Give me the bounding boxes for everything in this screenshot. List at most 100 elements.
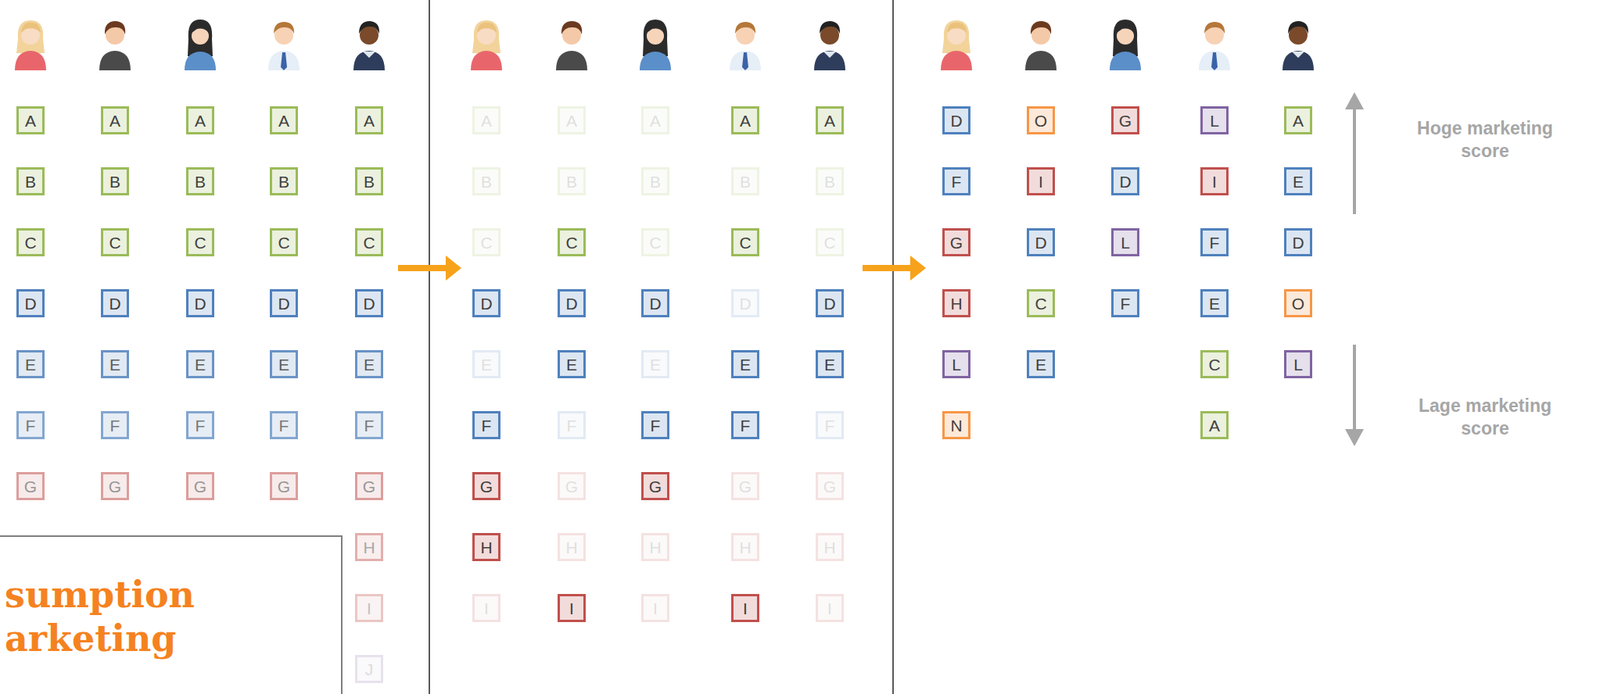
letter-box: G xyxy=(1111,106,1140,135)
letter-label: B xyxy=(566,173,578,191)
letter-box: D xyxy=(1026,228,1055,257)
letter-box: A xyxy=(16,106,45,135)
letter-label: N xyxy=(950,417,962,435)
letter-box: C xyxy=(815,228,844,257)
letter-label: G xyxy=(739,478,752,496)
letter-box: G xyxy=(942,228,971,257)
letter-box: I xyxy=(557,594,586,623)
letter-box: O xyxy=(1284,289,1313,318)
letter-box: E xyxy=(1200,289,1229,318)
flow-arrow xyxy=(398,255,462,281)
letter-label: E xyxy=(194,356,206,374)
letter-box: A xyxy=(1200,411,1229,440)
letter-box: F xyxy=(942,167,971,196)
score-arrow-down xyxy=(1345,344,1364,447)
letter-box: E xyxy=(186,350,215,379)
letter-box: D xyxy=(186,289,215,318)
letter-label: D xyxy=(950,112,962,130)
letter-box: C xyxy=(641,228,670,257)
letter-label: G xyxy=(823,478,836,496)
letter-label: I xyxy=(1038,173,1044,191)
letter-box: B xyxy=(641,167,670,196)
letter-box: L xyxy=(942,350,971,379)
letter-box: I xyxy=(1026,167,1055,196)
letter-label: C xyxy=(823,234,836,252)
letter-box: B xyxy=(186,167,215,196)
axis-label: Hoge marketing score xyxy=(1406,117,1564,163)
letter-box: A xyxy=(355,106,384,135)
letter-box: G xyxy=(731,472,760,501)
letter-box: E xyxy=(472,350,501,379)
letter-box: F xyxy=(186,411,215,440)
letter-box: C xyxy=(1026,289,1055,318)
letter-label: E xyxy=(480,356,492,374)
letter-box: C xyxy=(100,228,130,257)
letter-label: C xyxy=(1034,295,1047,313)
letter-label: C xyxy=(565,234,578,252)
letter-box: A xyxy=(269,106,298,135)
letter-label: C xyxy=(1208,356,1220,374)
letter-label: C xyxy=(108,234,121,252)
letter-label: H xyxy=(565,539,578,557)
letter-label: F xyxy=(279,417,290,435)
letter-box: A xyxy=(186,106,215,135)
letter-label: D xyxy=(108,295,121,313)
letter-box: I xyxy=(815,594,844,623)
letter-label: E xyxy=(649,356,661,374)
letter-label: B xyxy=(739,173,751,191)
letter-label: I xyxy=(1212,173,1217,191)
letter-label: C xyxy=(193,234,206,252)
letter-box: B xyxy=(269,167,298,196)
letter-label: E xyxy=(363,356,375,374)
letter-label: H xyxy=(823,539,836,557)
letter-box: C xyxy=(557,228,586,257)
letter-box: E xyxy=(1284,167,1313,196)
letter-box: G xyxy=(641,472,670,501)
letter-label: A xyxy=(363,112,375,130)
letter-box: L xyxy=(1111,228,1140,257)
letter-box: D xyxy=(1284,228,1313,257)
letter-label: D xyxy=(24,295,36,313)
letter-label: B xyxy=(278,173,290,191)
letter-box: D xyxy=(731,289,760,318)
letter-label: I xyxy=(366,600,372,618)
letter-label: F xyxy=(364,417,375,435)
letter-label: H xyxy=(950,295,962,313)
letter-label: F xyxy=(825,417,836,435)
letter-box: B xyxy=(355,167,384,196)
letter-label: B xyxy=(649,173,661,191)
letter-label: D xyxy=(480,295,492,313)
letter-label: F xyxy=(481,417,492,435)
letter-label: E xyxy=(25,356,36,374)
letter-label: B xyxy=(25,173,36,191)
letter-box: H xyxy=(355,533,384,562)
letter-box: H xyxy=(731,533,760,562)
letter-box: A xyxy=(641,106,670,135)
letter-label: H xyxy=(739,539,751,557)
letter-box: E xyxy=(355,350,384,379)
letter-box: D xyxy=(355,289,384,318)
letter-label: G xyxy=(649,478,662,496)
letter-box: A xyxy=(1284,106,1313,135)
letter-box: F xyxy=(731,411,760,440)
letter-label: A xyxy=(278,112,290,130)
letter-box: E xyxy=(815,350,844,379)
letter-label: C xyxy=(649,234,661,252)
letter-label: F xyxy=(951,173,962,191)
letter-label: E xyxy=(566,356,578,374)
person-icons xyxy=(14,19,1314,71)
letter-label: I xyxy=(827,600,833,618)
axis-label: Lage marketing score xyxy=(1406,394,1564,441)
letter-box: D xyxy=(641,289,670,318)
letter-box: H xyxy=(557,533,586,562)
letter-label: A xyxy=(649,112,661,130)
letter-box: F xyxy=(1111,289,1140,318)
letter-box: I xyxy=(731,594,760,623)
letter-box: F xyxy=(557,411,586,440)
letter-box: A xyxy=(731,106,760,135)
letter-label: E xyxy=(1208,295,1220,313)
letter-label: D xyxy=(565,295,578,313)
letter-label: G xyxy=(1119,112,1132,130)
letter-label: D xyxy=(362,295,375,313)
letter-box: F xyxy=(100,411,130,440)
